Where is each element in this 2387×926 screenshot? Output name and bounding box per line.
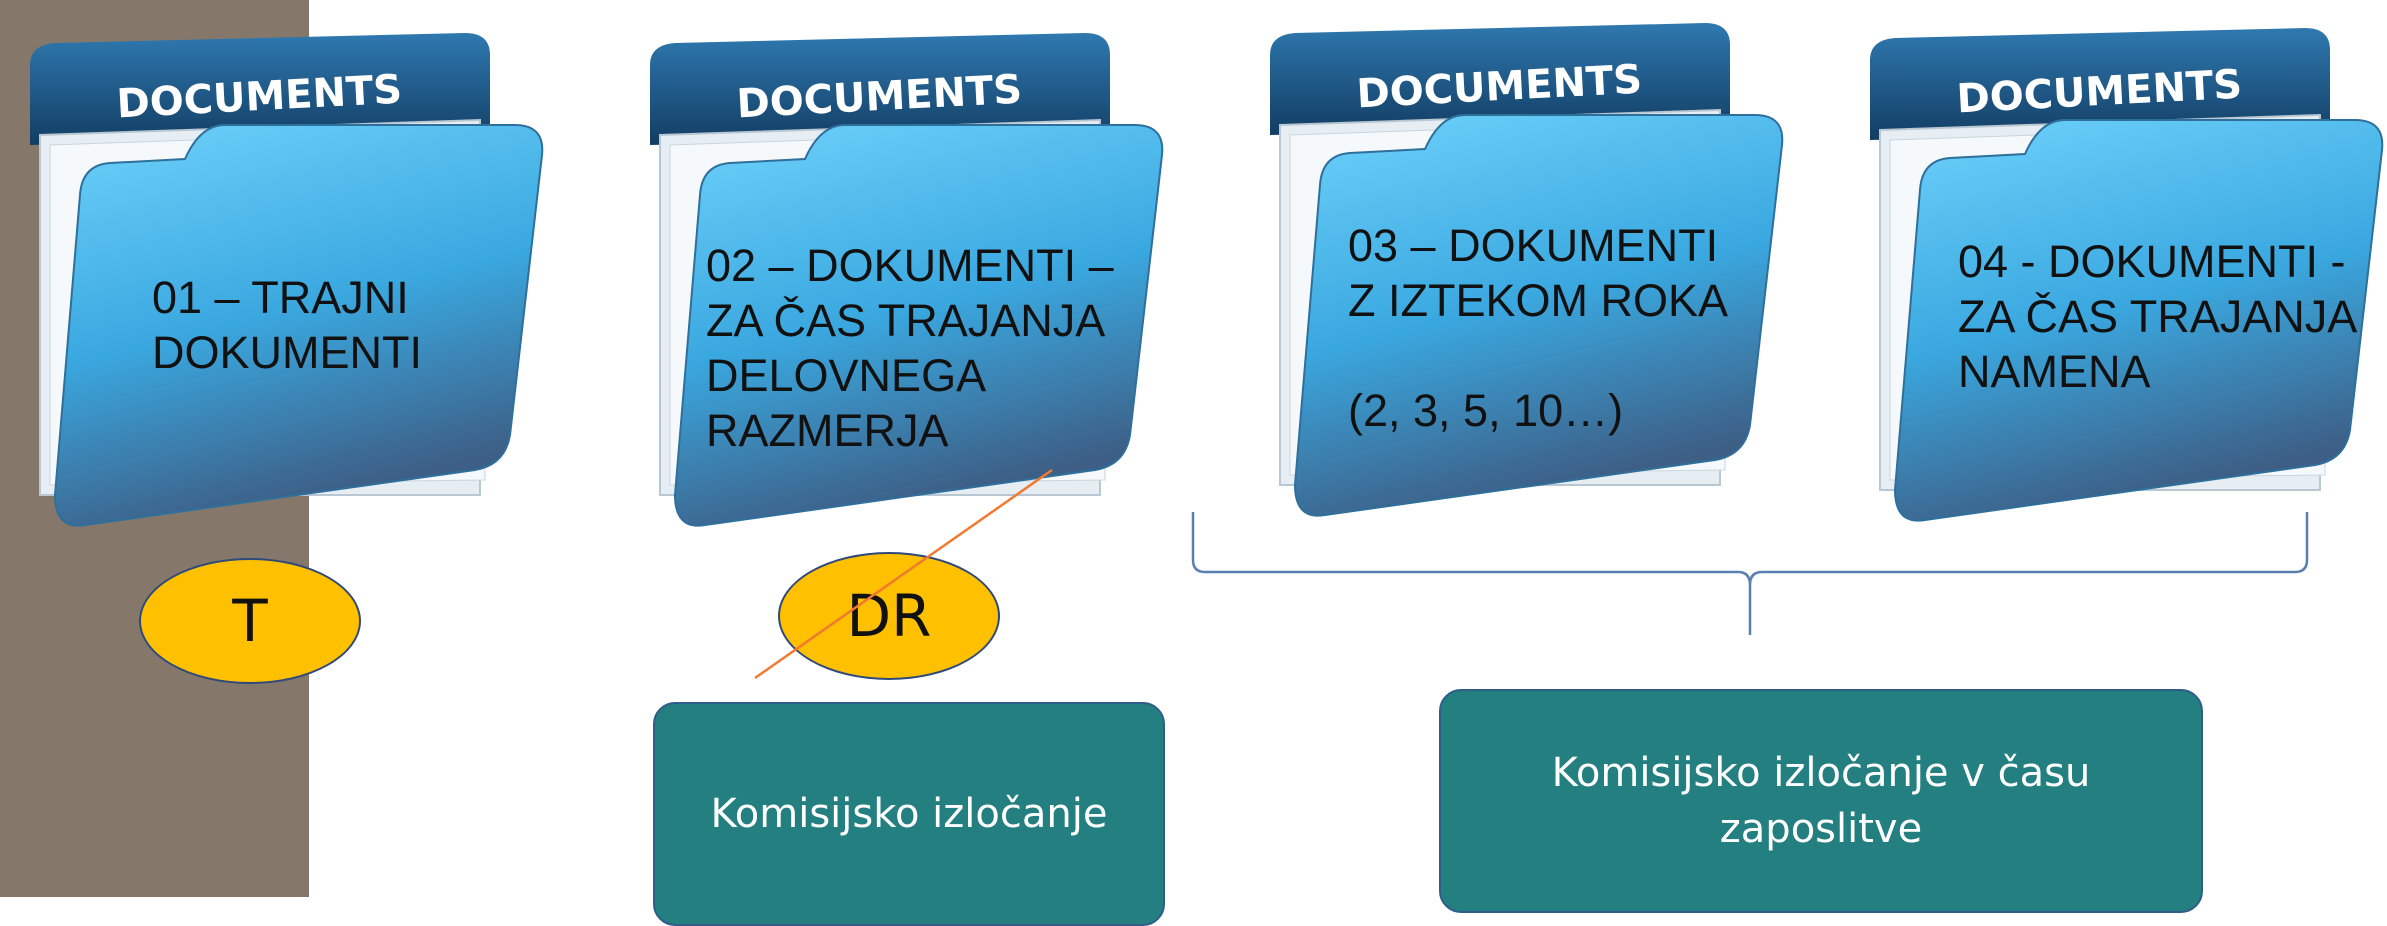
- folder-04-label: 04 - DOKUMENTI - ZA ČAS TRAJANJA NAMENA: [1958, 236, 2358, 397]
- badge-t: T: [139, 558, 361, 684]
- brace: [1191, 512, 2309, 635]
- box-komisijsko-izlocanje-text: Komisijsko izločanje: [710, 791, 1108, 837]
- folder-02-label: 02 – DOKUMENTI – ZA ČAS TRAJANJA DELOVNE…: [706, 240, 1114, 456]
- folder-icon: DOCUMENTS: [1870, 28, 2384, 522]
- badge-dr: DR: [778, 552, 1000, 680]
- badge-t-text: T: [232, 587, 268, 655]
- folder-04[interactable]: DOCUMENTS: [1850, 20, 2387, 530]
- badge-dr-text: DR: [846, 582, 932, 650]
- folder-01[interactable]: DOCUMENTS: [10, 25, 570, 535]
- box-komisijsko-izlocanje-zaposlitev: Komisijsko izločanje v času zaposlitve: [1439, 689, 2203, 913]
- folder-02[interactable]: DOCUMENTS: [630, 25, 1190, 535]
- box-komisijsko-izlocanje-zaposlitev-text: Komisijsko izločanje v času zaposlitve: [1551, 750, 2091, 852]
- folder-03[interactable]: DOCUMENTS: [1250, 15, 1810, 525]
- box-komisijsko-izlocanje: Komisijsko izločanje: [653, 702, 1165, 926]
- folder-01-label: 01 – TRAJNI DOKUMENTI: [152, 272, 422, 378]
- folder-icon: DOCUMENTS: [650, 33, 1164, 527]
- folder-03-label: 03 – DOKUMENTI Z IZTEKOM ROKA (2, 3, 5, …: [1348, 220, 1729, 436]
- folder-icon: DOCUMENTS: [30, 33, 544, 527]
- folder-icon: DOCUMENTS: [1270, 23, 1784, 517]
